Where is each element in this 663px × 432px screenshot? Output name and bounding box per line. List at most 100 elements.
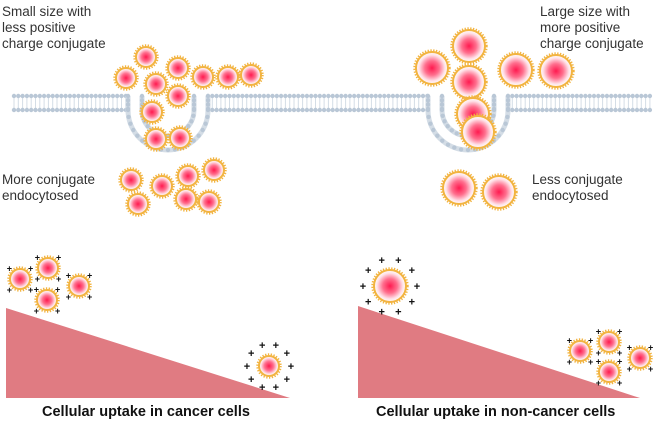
lipid-head <box>596 93 601 99</box>
lipid-head <box>454 131 459 136</box>
lipid-head <box>80 107 86 113</box>
lipid-head <box>334 107 340 113</box>
label-more-endocytosed: More conjugate endocytosed <box>2 172 96 203</box>
charge-sign: + <box>284 374 290 386</box>
lipid-head <box>248 107 254 113</box>
lipid-head <box>347 93 353 99</box>
lipid-head <box>274 107 279 113</box>
slope-non-cancer <box>358 306 640 398</box>
particle-corona <box>238 62 264 88</box>
lipid-head <box>412 107 417 113</box>
charge-sign: + <box>588 357 593 367</box>
charge-sign: + <box>259 340 265 352</box>
lipid-head <box>189 119 194 124</box>
lipid-head <box>347 107 353 113</box>
charge-sign: + <box>360 281 366 293</box>
charge-sign: + <box>34 285 39 295</box>
lipid-head <box>343 93 348 99</box>
lipid-head <box>235 93 241 99</box>
particle-core <box>145 128 167 150</box>
particle-corona <box>627 345 653 371</box>
lipid-head <box>527 107 532 113</box>
lipid-head <box>523 107 528 113</box>
particle-core <box>539 54 573 88</box>
lipid-head <box>191 93 197 99</box>
lipid-head <box>566 107 571 113</box>
particle-corona <box>34 287 60 313</box>
lipid-head <box>37 93 42 99</box>
lipid-head <box>600 93 605 99</box>
lipid-head <box>518 107 524 113</box>
nanoparticle <box>450 63 488 101</box>
charge-sign: + <box>365 297 371 309</box>
lipid-head <box>257 107 262 113</box>
lipid-head <box>110 93 116 99</box>
lipid-head <box>326 93 331 99</box>
lipid-head <box>630 107 635 113</box>
nanoparticle <box>567 338 593 364</box>
label-less-endocytosed: Less conjugate endocytosed <box>532 172 623 203</box>
charge-sign: + <box>288 361 294 373</box>
charge-sign: + <box>627 364 632 374</box>
lipid-head <box>131 127 136 133</box>
charge-sign: + <box>273 340 279 352</box>
lipid-head <box>535 93 541 99</box>
nanoparticle <box>371 267 409 305</box>
lipid-head <box>240 107 245 113</box>
lipid-head <box>313 107 318 113</box>
lipid-head <box>505 114 510 120</box>
lipid-head <box>420 107 426 113</box>
particle-core <box>9 268 31 290</box>
particle-corona <box>143 71 169 97</box>
lipid-head <box>244 93 249 99</box>
charge-sign: + <box>617 327 622 337</box>
lipid-head <box>412 93 417 99</box>
lipid-head <box>503 121 508 126</box>
lipid-head <box>647 107 653 113</box>
charge-sign: + <box>588 336 593 346</box>
lipid-head <box>574 107 579 113</box>
lipid-head <box>317 107 322 113</box>
lipid-head <box>399 93 404 99</box>
particle-corona <box>139 99 165 125</box>
lipid-head <box>570 93 575 99</box>
charge-sign: + <box>28 264 33 274</box>
nanoparticle <box>34 287 60 313</box>
particle-corona <box>450 63 488 101</box>
charge-sign: + <box>395 255 401 267</box>
charge-sign: + <box>248 374 254 386</box>
lipid-head <box>431 127 436 133</box>
lipid-head <box>634 107 640 113</box>
lipid-head <box>439 102 445 107</box>
caption-cancer-cells: Cellular uptake in cancer cells <box>42 404 250 420</box>
particle-corona <box>125 191 151 217</box>
lipid-head <box>115 107 120 113</box>
lipid-head <box>403 93 408 99</box>
lipid-head <box>223 107 228 113</box>
lipid-head <box>191 138 196 143</box>
lipid-head <box>377 93 383 99</box>
lipid-head <box>63 93 68 99</box>
lipid-head <box>102 107 107 113</box>
nanoparticle <box>537 52 575 90</box>
lipid-head <box>196 133 201 138</box>
charge-sign: + <box>567 336 572 346</box>
lipid-head <box>369 107 374 113</box>
lipid-head <box>591 107 597 113</box>
particle-core <box>127 193 149 215</box>
particle-core <box>141 101 163 123</box>
lipid-head <box>505 102 511 107</box>
lipid-head <box>445 142 451 147</box>
particle-corona <box>133 44 159 70</box>
nanoparticle <box>497 51 535 89</box>
charge-sign: + <box>35 274 40 284</box>
nanoparticle <box>215 64 241 90</box>
lipid-head <box>505 93 511 99</box>
particle-core <box>569 340 591 362</box>
label-small-size: Small size with less positive charge con… <box>2 4 106 51</box>
particle-corona <box>480 173 518 211</box>
lipid-head <box>531 93 536 99</box>
lipid-head <box>67 107 73 113</box>
nanoparticle <box>165 55 191 81</box>
